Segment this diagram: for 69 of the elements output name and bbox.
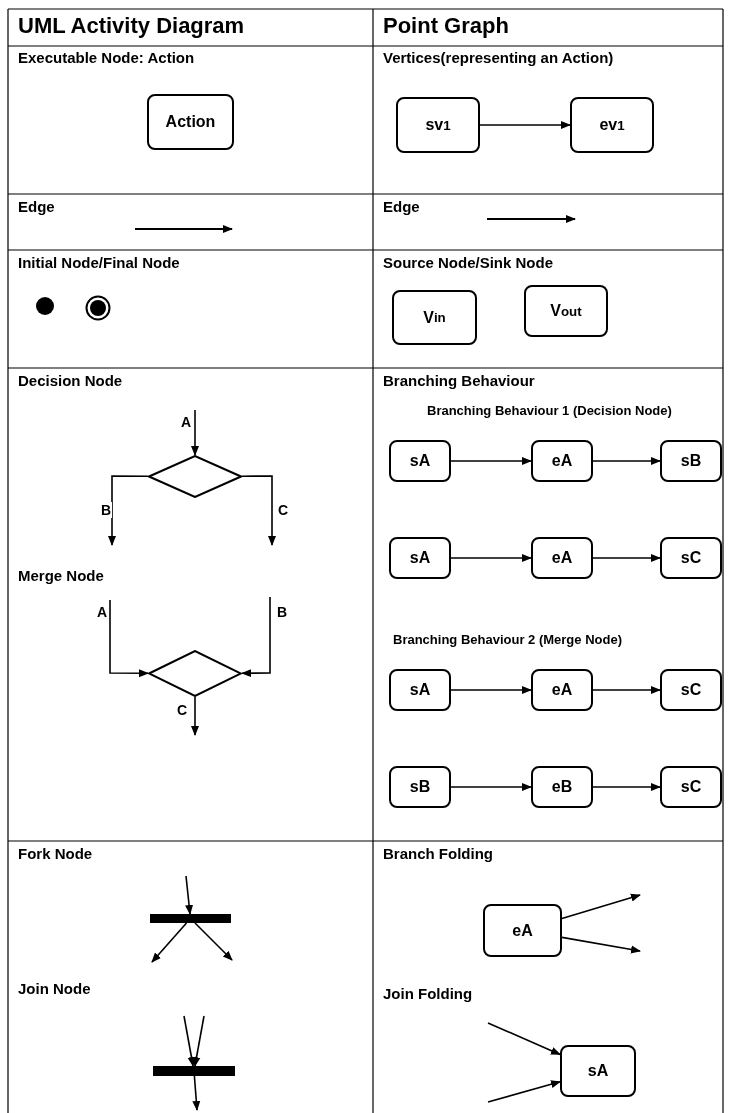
- arrow: [241, 475, 276, 546]
- edge-label: B: [276, 604, 289, 620]
- edge-label: C: [277, 502, 290, 518]
- row-heading: Edge: [383, 199, 420, 216]
- arrow: [191, 409, 199, 456]
- arrow: [450, 783, 532, 791]
- arrow: [185, 875, 194, 915]
- arrow: [192, 1075, 201, 1111]
- node-box: sB: [660, 440, 722, 482]
- final-node-symbol: [85, 295, 111, 321]
- node-box: sB: [389, 766, 451, 808]
- arrow: [241, 596, 271, 678]
- initial-node-symbol: [36, 297, 54, 315]
- node-box: eA: [531, 440, 593, 482]
- row-heading: Branch Folding: [383, 846, 493, 863]
- arrow: [191, 696, 199, 736]
- row-heading: Source Node/Sink Node: [383, 255, 554, 272]
- node-box: sA: [389, 669, 451, 711]
- node-box: sA: [389, 537, 451, 579]
- node-box: eB: [531, 766, 593, 808]
- arrow: [109, 599, 149, 678]
- row-heading: Executable Node: Action: [18, 50, 195, 67]
- row-heading: Join Node: [18, 981, 91, 998]
- edge-label: C: [176, 702, 189, 718]
- node-box: eA: [483, 904, 562, 957]
- row-heading: Join Folding: [383, 986, 473, 1003]
- node-box: sC: [660, 537, 722, 579]
- arrow: [450, 554, 532, 562]
- row-heading: Edge: [18, 199, 55, 216]
- node-box: sC: [660, 766, 722, 808]
- synchronization-bar: [153, 1066, 235, 1076]
- arrow: [479, 121, 571, 129]
- decision-diamond: [148, 650, 242, 697]
- node-box: sA: [389, 440, 451, 482]
- edge-label: A: [180, 414, 193, 430]
- edge-label: A: [96, 604, 109, 620]
- arrow: [108, 475, 149, 546]
- node-box: sA: [560, 1045, 636, 1097]
- row-heading: Branching Behaviour: [383, 373, 535, 390]
- column-header: Point Graph: [383, 14, 509, 39]
- arrow: [192, 1015, 205, 1067]
- arrow: [183, 1015, 196, 1067]
- arrow: [487, 1080, 561, 1103]
- node-box: sC: [660, 669, 722, 711]
- row-heading: Merge Node: [18, 568, 104, 585]
- edge-label: B: [100, 502, 113, 518]
- sub-heading: Branching Behaviour 2 (Merge Node): [393, 633, 622, 648]
- arrow: [194, 922, 233, 961]
- decision-diamond: [148, 455, 242, 498]
- node-box: eA: [531, 537, 593, 579]
- node-box: Action: [147, 94, 234, 150]
- row-heading: Fork Node: [18, 846, 93, 863]
- arrow: [592, 686, 661, 694]
- arrow: [592, 554, 661, 562]
- arrow: [592, 457, 661, 465]
- row-heading: Initial Node/Final Node: [18, 255, 180, 272]
- arrow: [592, 783, 661, 791]
- arrow: [487, 1022, 561, 1056]
- column-header: UML Activity Diagram: [18, 14, 245, 39]
- arrow: [561, 936, 641, 954]
- arrow: [450, 686, 532, 694]
- row-heading: Decision Node: [18, 373, 123, 390]
- row-heading: Vertices(representing an Action): [383, 50, 614, 67]
- synchronization-bar: [150, 914, 231, 923]
- node-box: eA: [531, 669, 593, 711]
- arrow: [561, 893, 641, 920]
- arrow: [450, 457, 532, 465]
- arrow: [151, 922, 188, 963]
- sub-heading: Branching Behaviour 1 (Decision Node): [427, 404, 672, 419]
